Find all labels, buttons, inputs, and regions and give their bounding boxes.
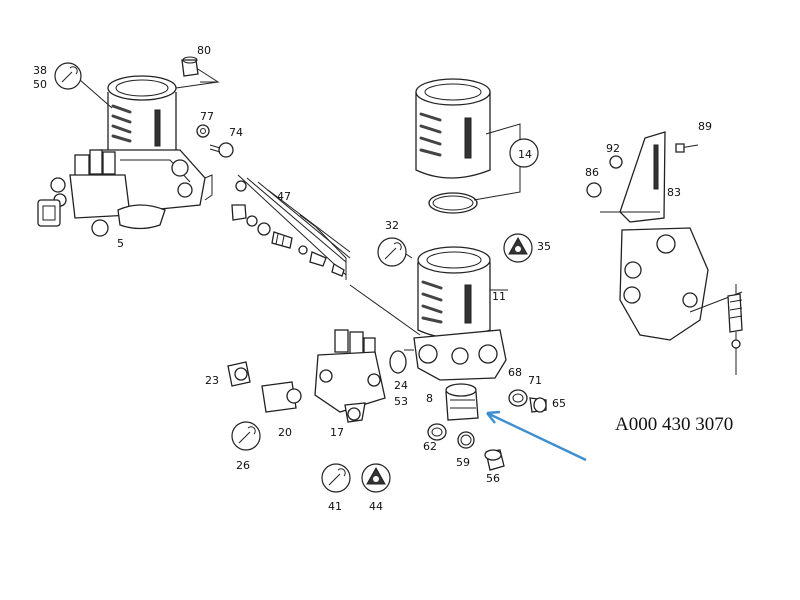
callout-label: 8 <box>426 392 433 405</box>
callout-label: 26 <box>236 459 250 472</box>
fastener-parts-top <box>181 56 234 158</box>
callout-label: 24 <box>394 379 408 392</box>
part-number-label: A000 430 3070 <box>615 414 733 435</box>
tri-socket-icon <box>361 463 391 493</box>
sensor-20 <box>261 381 302 413</box>
callout-label: 50 <box>33 78 47 91</box>
bracket-83 <box>586 131 699 223</box>
wrench-icon <box>231 421 261 451</box>
callout-label: 89 <box>698 120 712 133</box>
callout-label: 59 <box>456 456 470 469</box>
callout-label: 35 <box>537 240 551 253</box>
callout-label: 41 <box>328 500 342 513</box>
air-dryer-assembly-left <box>37 63 220 237</box>
small-parts-center <box>427 383 547 471</box>
repair-kit-47 <box>231 174 351 280</box>
callout-label: 71 <box>528 374 542 387</box>
wrench-icon <box>54 62 82 90</box>
callout-label: 62 <box>423 440 437 453</box>
callout-label: 5 <box>117 237 124 250</box>
callout-label: 20 <box>278 426 292 439</box>
callout-label: 80 <box>197 44 211 57</box>
valve-assembly-17 <box>314 329 386 423</box>
callout-label: 23 <box>205 374 219 387</box>
callout-label: 83 <box>667 186 681 199</box>
callout-label: 86 <box>585 166 599 179</box>
callout-label: 47 <box>277 190 291 203</box>
air-dryer-11 <box>389 246 508 381</box>
tri-socket-icon <box>503 233 533 263</box>
callout-label: 11 <box>492 290 506 303</box>
pointer-arrow <box>486 410 587 462</box>
callout-label: 14 <box>518 148 532 161</box>
sensor-23 <box>227 361 251 387</box>
callout-label: 38 <box>33 64 47 77</box>
callout-label: 65 <box>552 397 566 410</box>
callout-label: 92 <box>606 142 620 155</box>
wrench-icon <box>377 237 407 267</box>
callout-label: 32 <box>385 219 399 232</box>
callout-label: 17 <box>330 426 344 439</box>
wrench-icon <box>321 463 351 493</box>
callout-label: 44 <box>369 500 383 513</box>
callout-label: 77 <box>200 110 214 123</box>
callout-circle-14 <box>509 138 539 168</box>
dryer-cartridge-14 <box>415 78 521 214</box>
callout-label: 74 <box>229 126 243 139</box>
callout-label: 56 <box>486 472 500 485</box>
relay-valve-right <box>619 227 743 375</box>
callout-labels: 80 38 50 77 74 47 5 32 35 14 11 92 89 86… <box>33 44 712 513</box>
callout-label: 68 <box>508 366 522 379</box>
callout-label: 53 <box>394 395 408 408</box>
leader-line <box>349 284 421 336</box>
